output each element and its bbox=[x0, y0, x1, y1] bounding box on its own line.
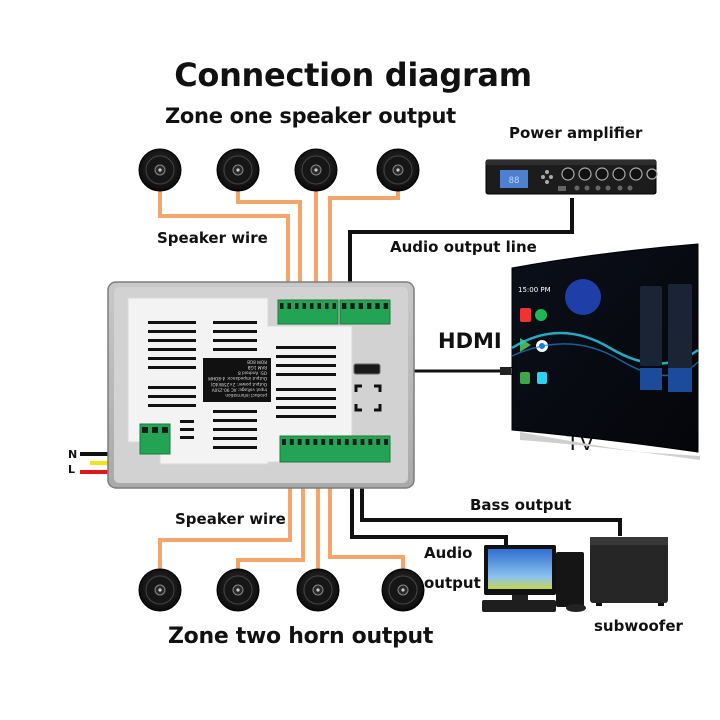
amplifier-display bbox=[500, 170, 528, 188]
product-info-line: Output impedance: 4-8OHM bbox=[208, 376, 267, 381]
product-info-line: input voltage: AC 90-250V bbox=[212, 387, 267, 392]
terminal-screw bbox=[317, 303, 321, 309]
terminal-screw bbox=[329, 439, 333, 445]
vent-slots bbox=[148, 321, 336, 449]
terminal-screw bbox=[305, 439, 310, 445]
terminal-screw bbox=[321, 439, 326, 445]
live-wire-label: L bbox=[68, 463, 76, 476]
zone-one-speaker bbox=[376, 148, 420, 192]
terminal-screw bbox=[358, 303, 363, 309]
terminal-screw bbox=[325, 303, 329, 309]
product-info-line: product information bbox=[225, 393, 267, 398]
terminal-screw bbox=[142, 427, 148, 433]
speaker-wire-label-bottom: Speaker wire bbox=[175, 510, 286, 528]
speaker-wire bbox=[328, 458, 405, 570]
terminal-screw bbox=[368, 439, 373, 445]
terminal-screw bbox=[375, 303, 380, 309]
terminal-screw bbox=[152, 427, 158, 433]
terminal-screw bbox=[297, 439, 302, 445]
amplifier-nav-buttons bbox=[541, 170, 553, 184]
svg-text:88: 88 bbox=[509, 176, 520, 186]
zone-two-speaker bbox=[296, 568, 340, 612]
speaker-wires bbox=[158, 190, 405, 570]
amplifier-knobs bbox=[561, 167, 658, 181]
terminal-screw bbox=[337, 439, 341, 445]
audio-output-line-label: Audio output line bbox=[390, 238, 537, 256]
terminal-screw bbox=[332, 303, 336, 309]
audio-output-label-line1: Audio bbox=[424, 544, 473, 562]
product-info-line: ROM 8GB bbox=[247, 359, 267, 364]
terminal-screw bbox=[287, 303, 291, 309]
terminal-screw bbox=[310, 303, 314, 309]
product-info-line: Output power: 2×25W(4Ω) bbox=[210, 382, 267, 387]
power-input-terminal-block bbox=[139, 423, 171, 455]
terminal-screw bbox=[342, 303, 347, 309]
speaker-wire bbox=[236, 458, 305, 570]
zone-one-label: Zone one speaker output bbox=[165, 104, 456, 128]
bass-output-label: Bass output bbox=[470, 496, 572, 514]
tv-clock: 15:00 PM bbox=[518, 286, 551, 294]
neutral-wire-label: N bbox=[68, 448, 78, 461]
power-amplifier-label: Power amplifier bbox=[509, 124, 643, 142]
speaker-wire bbox=[158, 190, 290, 304]
terminal-screw bbox=[313, 439, 318, 445]
zone-two-label: Zone two horn output bbox=[168, 624, 434, 649]
desktop-computer bbox=[482, 545, 586, 612]
audio-output-line-wire bbox=[348, 198, 574, 302]
audio-output-terminal-block bbox=[339, 299, 391, 325]
terminal-screw bbox=[352, 439, 357, 445]
terminal-screw bbox=[360, 439, 365, 445]
tv-screen-content: 15:00 PM bbox=[511, 279, 699, 392]
subwoofer-box bbox=[590, 537, 668, 606]
zone-two-speaker bbox=[216, 568, 260, 612]
zone-two-speaker bbox=[381, 568, 425, 612]
mouse bbox=[566, 604, 586, 612]
terminal-screw bbox=[282, 439, 286, 445]
speaker-ball-graphic bbox=[565, 279, 601, 315]
terminal-screw bbox=[344, 439, 349, 445]
product-info-label bbox=[203, 358, 271, 402]
product-info-line: RAM 1GB bbox=[248, 365, 267, 370]
power-amplifier: 88 bbox=[485, 159, 658, 195]
amplifier-jacks bbox=[558, 185, 633, 191]
terminal-screw bbox=[384, 439, 388, 445]
speaker-wire bbox=[158, 458, 292, 570]
terminal-screw bbox=[302, 303, 306, 309]
bass-output-wire bbox=[360, 462, 622, 536]
hdmi-port bbox=[353, 363, 381, 375]
zone-two-speaker bbox=[138, 568, 182, 612]
terminal-screw bbox=[295, 303, 299, 309]
zone-two-terminal-block bbox=[279, 435, 391, 463]
terminal-screw bbox=[376, 439, 381, 445]
keyboard bbox=[482, 600, 556, 612]
terminal-screw bbox=[367, 303, 372, 309]
terminal-screw bbox=[383, 303, 388, 309]
speaker-wire bbox=[328, 190, 400, 304]
pc-tower bbox=[556, 552, 584, 607]
zone-one-speaker bbox=[294, 148, 338, 192]
speaker-wire bbox=[236, 190, 302, 304]
diagram-title: Connection diagram bbox=[174, 56, 532, 94]
terminal-screw bbox=[350, 303, 355, 309]
terminal-screw bbox=[280, 303, 284, 309]
product-info-line: OS: Android 8 bbox=[238, 371, 267, 376]
zone-one-speaker bbox=[138, 148, 182, 192]
speaker-wire-label-top: Speaker wire bbox=[157, 229, 268, 247]
zone-one-terminal-block bbox=[277, 299, 339, 325]
terminal-screw bbox=[289, 439, 294, 445]
tv: 15:00 PM bbox=[511, 243, 700, 460]
audio-output-wire-to-pc bbox=[350, 462, 508, 545]
zone-one-speaker bbox=[216, 148, 260, 192]
panel-bracket-marks bbox=[354, 384, 382, 412]
subwoofer-label: subwoofer bbox=[594, 617, 683, 635]
hdmi-label: HDMI bbox=[438, 329, 502, 353]
audio-output-label-line2: output bbox=[424, 574, 481, 592]
terminal-screw bbox=[162, 427, 168, 433]
